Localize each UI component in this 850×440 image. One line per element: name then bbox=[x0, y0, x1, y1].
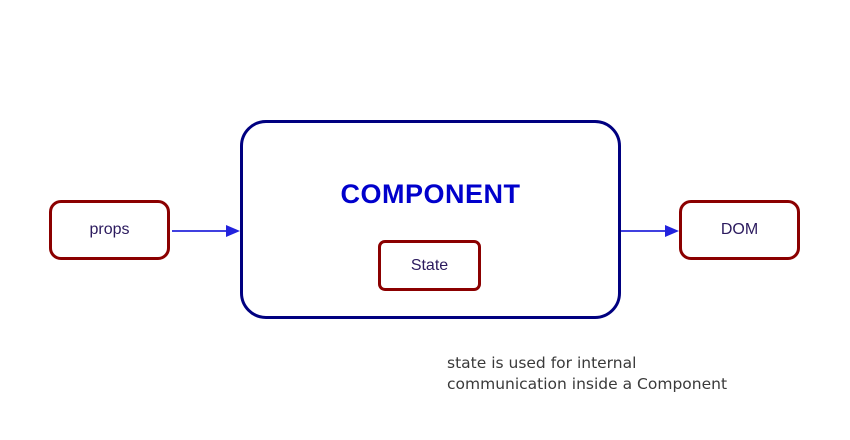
diagram-caption: state is used for internal communication… bbox=[447, 354, 728, 393]
component-title: COMPONENT bbox=[340, 179, 521, 209]
node-dom-label: DOM bbox=[720, 221, 759, 238]
arrow-component-to-dom bbox=[621, 225, 679, 237]
arrow-props-to-component bbox=[172, 225, 240, 237]
node-props[interactable]: props bbox=[49, 200, 170, 260]
node-dom[interactable]: DOM bbox=[679, 200, 800, 260]
node-state[interactable]: State bbox=[378, 240, 481, 291]
node-state-label: State bbox=[410, 256, 449, 274]
node-component[interactable]: COMPONENT bbox=[240, 120, 621, 319]
node-props-label: props bbox=[89, 221, 130, 238]
